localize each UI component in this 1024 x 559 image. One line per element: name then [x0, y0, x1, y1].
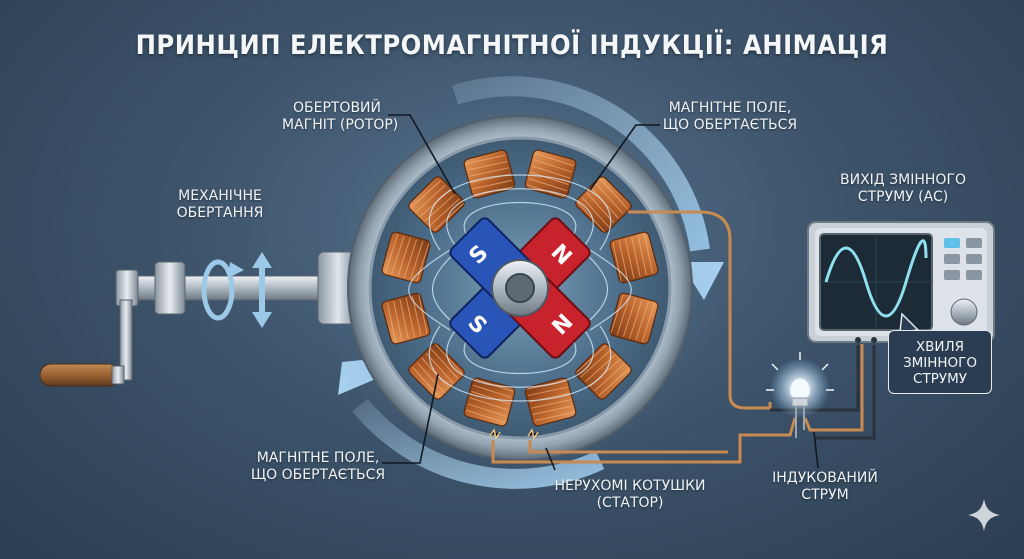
page-title: ПРИНЦИП ЕЛЕКТРОМАГНІТНОЇ ІНДУКЦІЇ: АНІМА… [135, 30, 889, 61]
stator-coil [524, 149, 577, 199]
stator-coil [463, 377, 516, 427]
label-rotor-line1: ОБЕРТОВИЙ [292, 100, 382, 116]
label-ac-wave: ХВИЛЯ ЗМІННОГО СТРУМУ [888, 330, 992, 394]
label-wave-line1: ХВИЛЯ [915, 339, 965, 355]
label-wave-line2: ЗМІННОГО [902, 355, 978, 371]
handle-crank-icon[interactable] [39, 269, 139, 387]
label-field-top-line1: МАГНІТНЕ ПОЛЕ, [668, 100, 792, 116]
rotor-magnet: S N S N [449, 217, 591, 359]
stator-coil [609, 231, 659, 284]
sparkle-icon [968, 499, 1000, 531]
label-mech-line2: ОБЕРТАННЯ [176, 205, 264, 221]
label-rotor-line2: МАГНІТ (РОТОР) [282, 117, 399, 133]
label-stator: НЕРУХОМІ КОТУШКИ (СТАТОР) [540, 478, 720, 512]
label-induced-line1: ІНДУКОВАНИЙ [772, 470, 878, 486]
rotation-arrow-icon [201, 252, 272, 328]
label-stator-line2: (СТАТОР) [596, 495, 664, 511]
label-induced-current: ІНДУКОВАНИЙ СТРУМ [765, 470, 885, 504]
label-field-top: МАГНІТНЕ ПОЛЕ, ЩО ОБЕРТАЄТЬСЯ [650, 100, 810, 134]
label-ac-output: ВИХІД ЗМІННОГО СТРУМУ (AC) [818, 172, 988, 206]
stator-coil [524, 377, 577, 427]
led-bulb-icon [766, 352, 834, 438]
stator-coil [381, 231, 431, 284]
label-mechanical-rotation: МЕХАНІЧНЕ ОБЕРТАННЯ [150, 188, 290, 222]
label-wave-line3: СТРУМУ [913, 371, 967, 387]
label-field-top-line2: ЩО ОБЕРТАЄТЬСЯ [662, 117, 798, 133]
oscilloscope-icon [807, 221, 995, 343]
label-field-bottom-line2: ЩО ОБЕРТАЄТЬСЯ [250, 467, 386, 483]
spark-marks [489, 428, 539, 440]
label-ac-line2: СТРУМУ (AC) [857, 189, 949, 205]
label-stator-line1: НЕРУХОМІ КОТУШКИ [554, 478, 706, 494]
label-field-bottom: МАГНІТНЕ ПОЛЕ, ЩО ОБЕРТАЄТЬСЯ [238, 450, 398, 484]
label-ac-line1: ВИХІД ЗМІННОГО [840, 172, 966, 188]
label-rotor: ОБЕРТОВИЙ МАГНІТ (РОТОР) [282, 100, 399, 134]
label-field-bottom-line1: МАГНІТНЕ ПОЛЕ, [256, 450, 380, 466]
label-induced-line2: СТРУМ [801, 487, 849, 503]
leader-lines [382, 114, 819, 471]
label-mech-line1: МЕХАНІЧНЕ [178, 188, 262, 204]
